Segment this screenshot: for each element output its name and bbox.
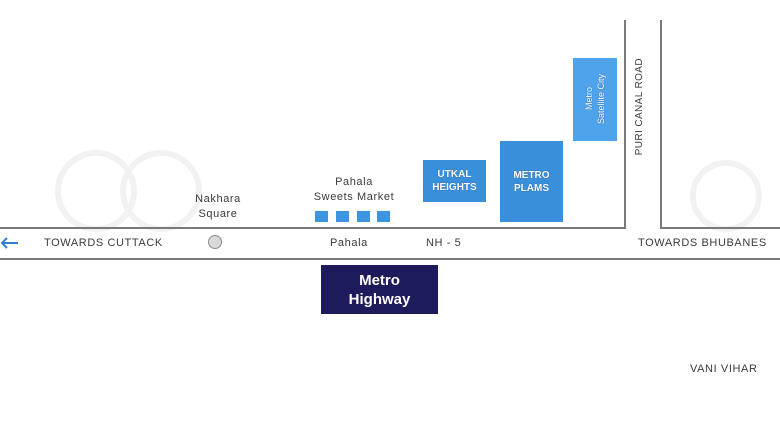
metro-plams-block: METRO PLAMS: [500, 141, 563, 222]
puri-canal-road-left-edge: [624, 20, 626, 228]
intersection-gap: [626, 227, 660, 229]
utkal-heights-line2: HEIGHTS: [432, 182, 477, 193]
nakhara-square-line1: Nakhara: [195, 193, 241, 205]
towards-cuttack-label: TOWARDS CUTTACK: [44, 237, 163, 249]
pahala-sweets-line2: Sweets Market: [313, 191, 395, 203]
metro-highway-project-marker: Metro Highway: [321, 265, 438, 314]
towards-bhubaneswar-label: TOWARDS BHUBANES: [638, 237, 767, 249]
metro-plams-line2: PLAMS: [514, 182, 549, 194]
nakhara-square-line2: Square: [198, 208, 238, 220]
vani-vihar-label: VANI VIHAR: [690, 363, 758, 375]
puri-canal-road-right-edge: [660, 20, 662, 228]
sweets-market-marker: [315, 211, 328, 222]
metro-highway-line2: Highway: [348, 290, 411, 308]
nh5-road-top-edge: [0, 227, 780, 229]
metro-satellite-city-text: Metro Satellite City: [583, 74, 607, 124]
watermark-circle: [690, 160, 762, 232]
metro-satellite-line2: Satellite City: [596, 74, 606, 125]
sweets-market-marker: [377, 211, 390, 222]
nh5-road-bottom-edge: [0, 258, 780, 260]
metro-satellite-line1: Metro: [584, 88, 594, 112]
metro-satellite-city-block: Metro Satellite City: [573, 58, 617, 141]
utkal-heights-block: UTKAL HEIGHTS: [423, 160, 486, 202]
watermark-circle: [120, 150, 202, 232]
sweets-market-marker: [336, 211, 349, 222]
puri-canal-road-label: PURI CANAL ROAD: [634, 58, 645, 156]
nakhara-square-label: Nakhara Square: [185, 192, 251, 222]
sweets-market-marker: [357, 211, 370, 222]
metro-plams-line1: METRO: [513, 169, 550, 181]
pahala-sweets-line1: Pahala: [335, 176, 373, 188]
pahala-sweets-market-label: Pahala Sweets Market: [300, 175, 408, 205]
pahala-label: Pahala: [330, 237, 368, 249]
metro-highway-line1: Metro: [359, 271, 400, 289]
left-arrow-icon: [0, 237, 18, 249]
nh5-label: NH - 5: [426, 237, 462, 249]
utkal-heights-line1: UTKAL: [437, 169, 472, 180]
circle-landmark-icon: [208, 235, 222, 249]
